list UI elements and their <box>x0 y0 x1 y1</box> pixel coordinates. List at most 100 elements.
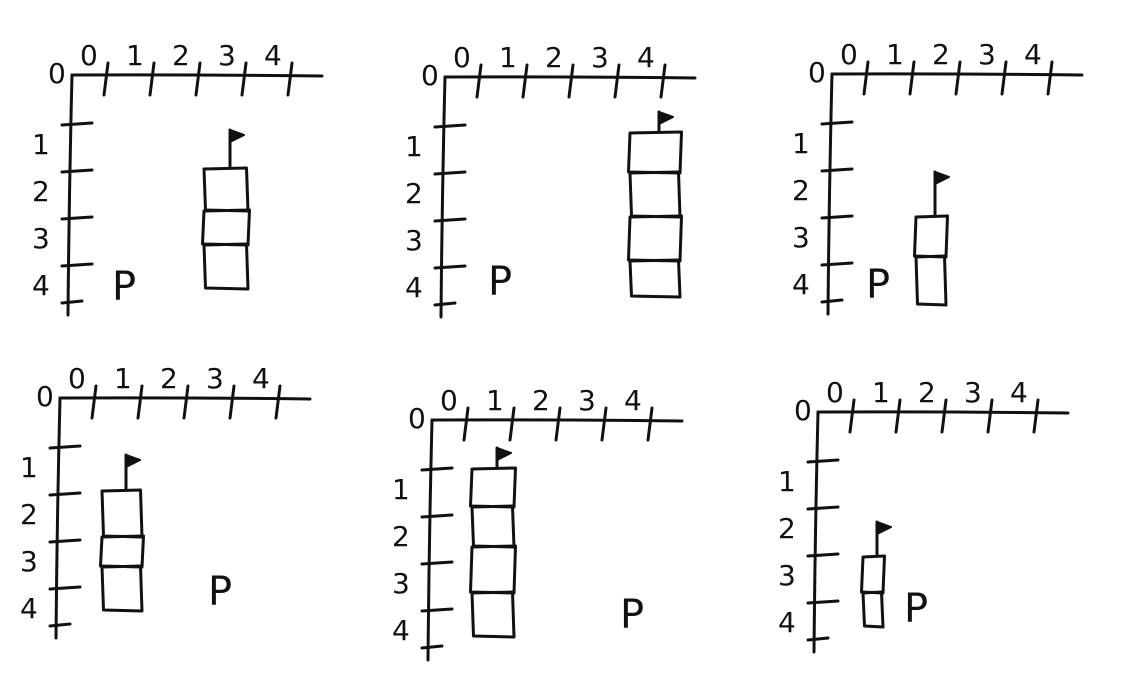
y-tick-label: 3 <box>20 545 38 578</box>
flag-icon <box>875 520 892 558</box>
x-tick-label: 4 <box>264 39 282 72</box>
y-tick-mark <box>820 261 854 267</box>
x-tick-label: 4 <box>624 384 642 417</box>
marker-p-label: P <box>904 586 928 632</box>
marker-p-label: P <box>112 264 136 310</box>
y-tick-mark <box>420 644 444 650</box>
y-tick-mark <box>420 513 454 519</box>
stack-block <box>627 130 683 175</box>
flag-icon <box>228 128 245 170</box>
y-tick-mark <box>433 123 467 129</box>
flag-icon <box>657 110 674 134</box>
x-tick-mark <box>848 398 856 434</box>
y-tick-label: 3 <box>392 567 410 600</box>
y-tick-mark <box>820 298 844 304</box>
x-tick-label: 2 <box>172 39 190 72</box>
x-tick-mark <box>554 406 562 442</box>
y-tick-label: 4 <box>20 592 38 625</box>
y-tick-label: 1 <box>20 451 38 484</box>
stack-block <box>469 466 517 509</box>
y-tick-mark <box>806 636 830 642</box>
x-tick-label: 0 <box>840 38 858 71</box>
y-tick-mark <box>60 121 94 127</box>
x-tick-mark <box>194 61 202 97</box>
y-tick-label: 4 <box>392 614 410 647</box>
y-tick-label: 0 <box>48 57 66 90</box>
stack-block <box>627 214 683 263</box>
x-tick-label: 2 <box>532 384 550 417</box>
x-tick-mark <box>954 60 962 96</box>
y-tick-label: 2 <box>405 177 423 210</box>
x-tick-label: 3 <box>978 38 996 71</box>
x-tick-mark <box>986 398 994 434</box>
stack-block <box>469 544 517 595</box>
block-stack <box>469 446 517 639</box>
y-tick-label: 2 <box>792 174 810 207</box>
x-tick-mark <box>659 63 667 99</box>
stack-block <box>470 590 516 639</box>
x-tick-mark <box>240 61 248 97</box>
stack-block <box>202 242 250 291</box>
y-tick-label: 2 <box>32 175 50 208</box>
block-stack <box>627 110 683 299</box>
x-tick-label: 4 <box>1024 38 1042 71</box>
x-tick-label: 0 <box>68 362 86 395</box>
y-tick-label: 0 <box>421 59 439 92</box>
y-tick-mark <box>420 466 454 472</box>
x-tick-label: 3 <box>964 376 982 409</box>
x-tick-mark <box>1032 398 1040 434</box>
y-tick-label: 0 <box>408 402 426 435</box>
y-tick-mark <box>48 622 72 628</box>
y-tick-label: 3 <box>778 559 796 592</box>
x-tick-mark <box>940 398 948 434</box>
x-tick-label: 3 <box>206 362 224 395</box>
x-tick-mark <box>613 63 621 99</box>
y-axis-line <box>812 410 820 654</box>
x-tick-label: 4 <box>637 41 655 74</box>
y-tick-mark <box>48 538 82 544</box>
x-tick-mark <box>862 60 870 96</box>
marker-p-label: P <box>866 262 890 308</box>
x-tick-mark <box>508 406 516 442</box>
y-tick-mark <box>420 560 454 566</box>
x-tick-label: 0 <box>453 41 471 74</box>
y-tick-mark <box>806 458 840 464</box>
x-tick-mark <box>274 384 282 420</box>
y-tick-label: 4 <box>792 268 810 301</box>
x-tick-label: 2 <box>932 38 950 71</box>
x-tick-label: 0 <box>440 384 458 417</box>
x-tick-label: 1 <box>499 41 517 74</box>
y-tick-mark <box>433 217 467 223</box>
y-tick-mark <box>433 301 457 307</box>
y-tick-mark <box>820 167 854 173</box>
flag-icon <box>933 170 950 218</box>
y-tick-label: 3 <box>32 222 50 255</box>
x-tick-label: 1 <box>114 362 132 395</box>
stack-block <box>628 258 682 299</box>
y-tick-label: 1 <box>778 465 796 498</box>
y-tick-label: 1 <box>405 130 423 163</box>
stack-block <box>100 564 144 613</box>
x-tick-mark <box>90 384 98 420</box>
y-tick-mark <box>433 264 467 270</box>
x-tick-mark <box>600 406 608 442</box>
stack-block <box>202 166 250 213</box>
x-tick-mark <box>475 63 483 99</box>
y-tick-label: 2 <box>20 498 38 531</box>
marker-p-label: P <box>488 259 512 305</box>
y-tick-mark <box>60 168 94 174</box>
x-tick-label: 0 <box>826 376 844 409</box>
x-tick-mark <box>908 60 916 96</box>
y-tick-mark <box>806 505 840 511</box>
y-tick-mark <box>820 214 854 220</box>
y-tick-label: 0 <box>794 394 812 427</box>
x-tick-label: 0 <box>80 39 98 72</box>
marker-p-label: P <box>620 592 644 638</box>
x-tick-label: 1 <box>486 384 504 417</box>
y-tick-label: 4 <box>778 606 796 639</box>
x-tick-mark <box>228 384 236 420</box>
